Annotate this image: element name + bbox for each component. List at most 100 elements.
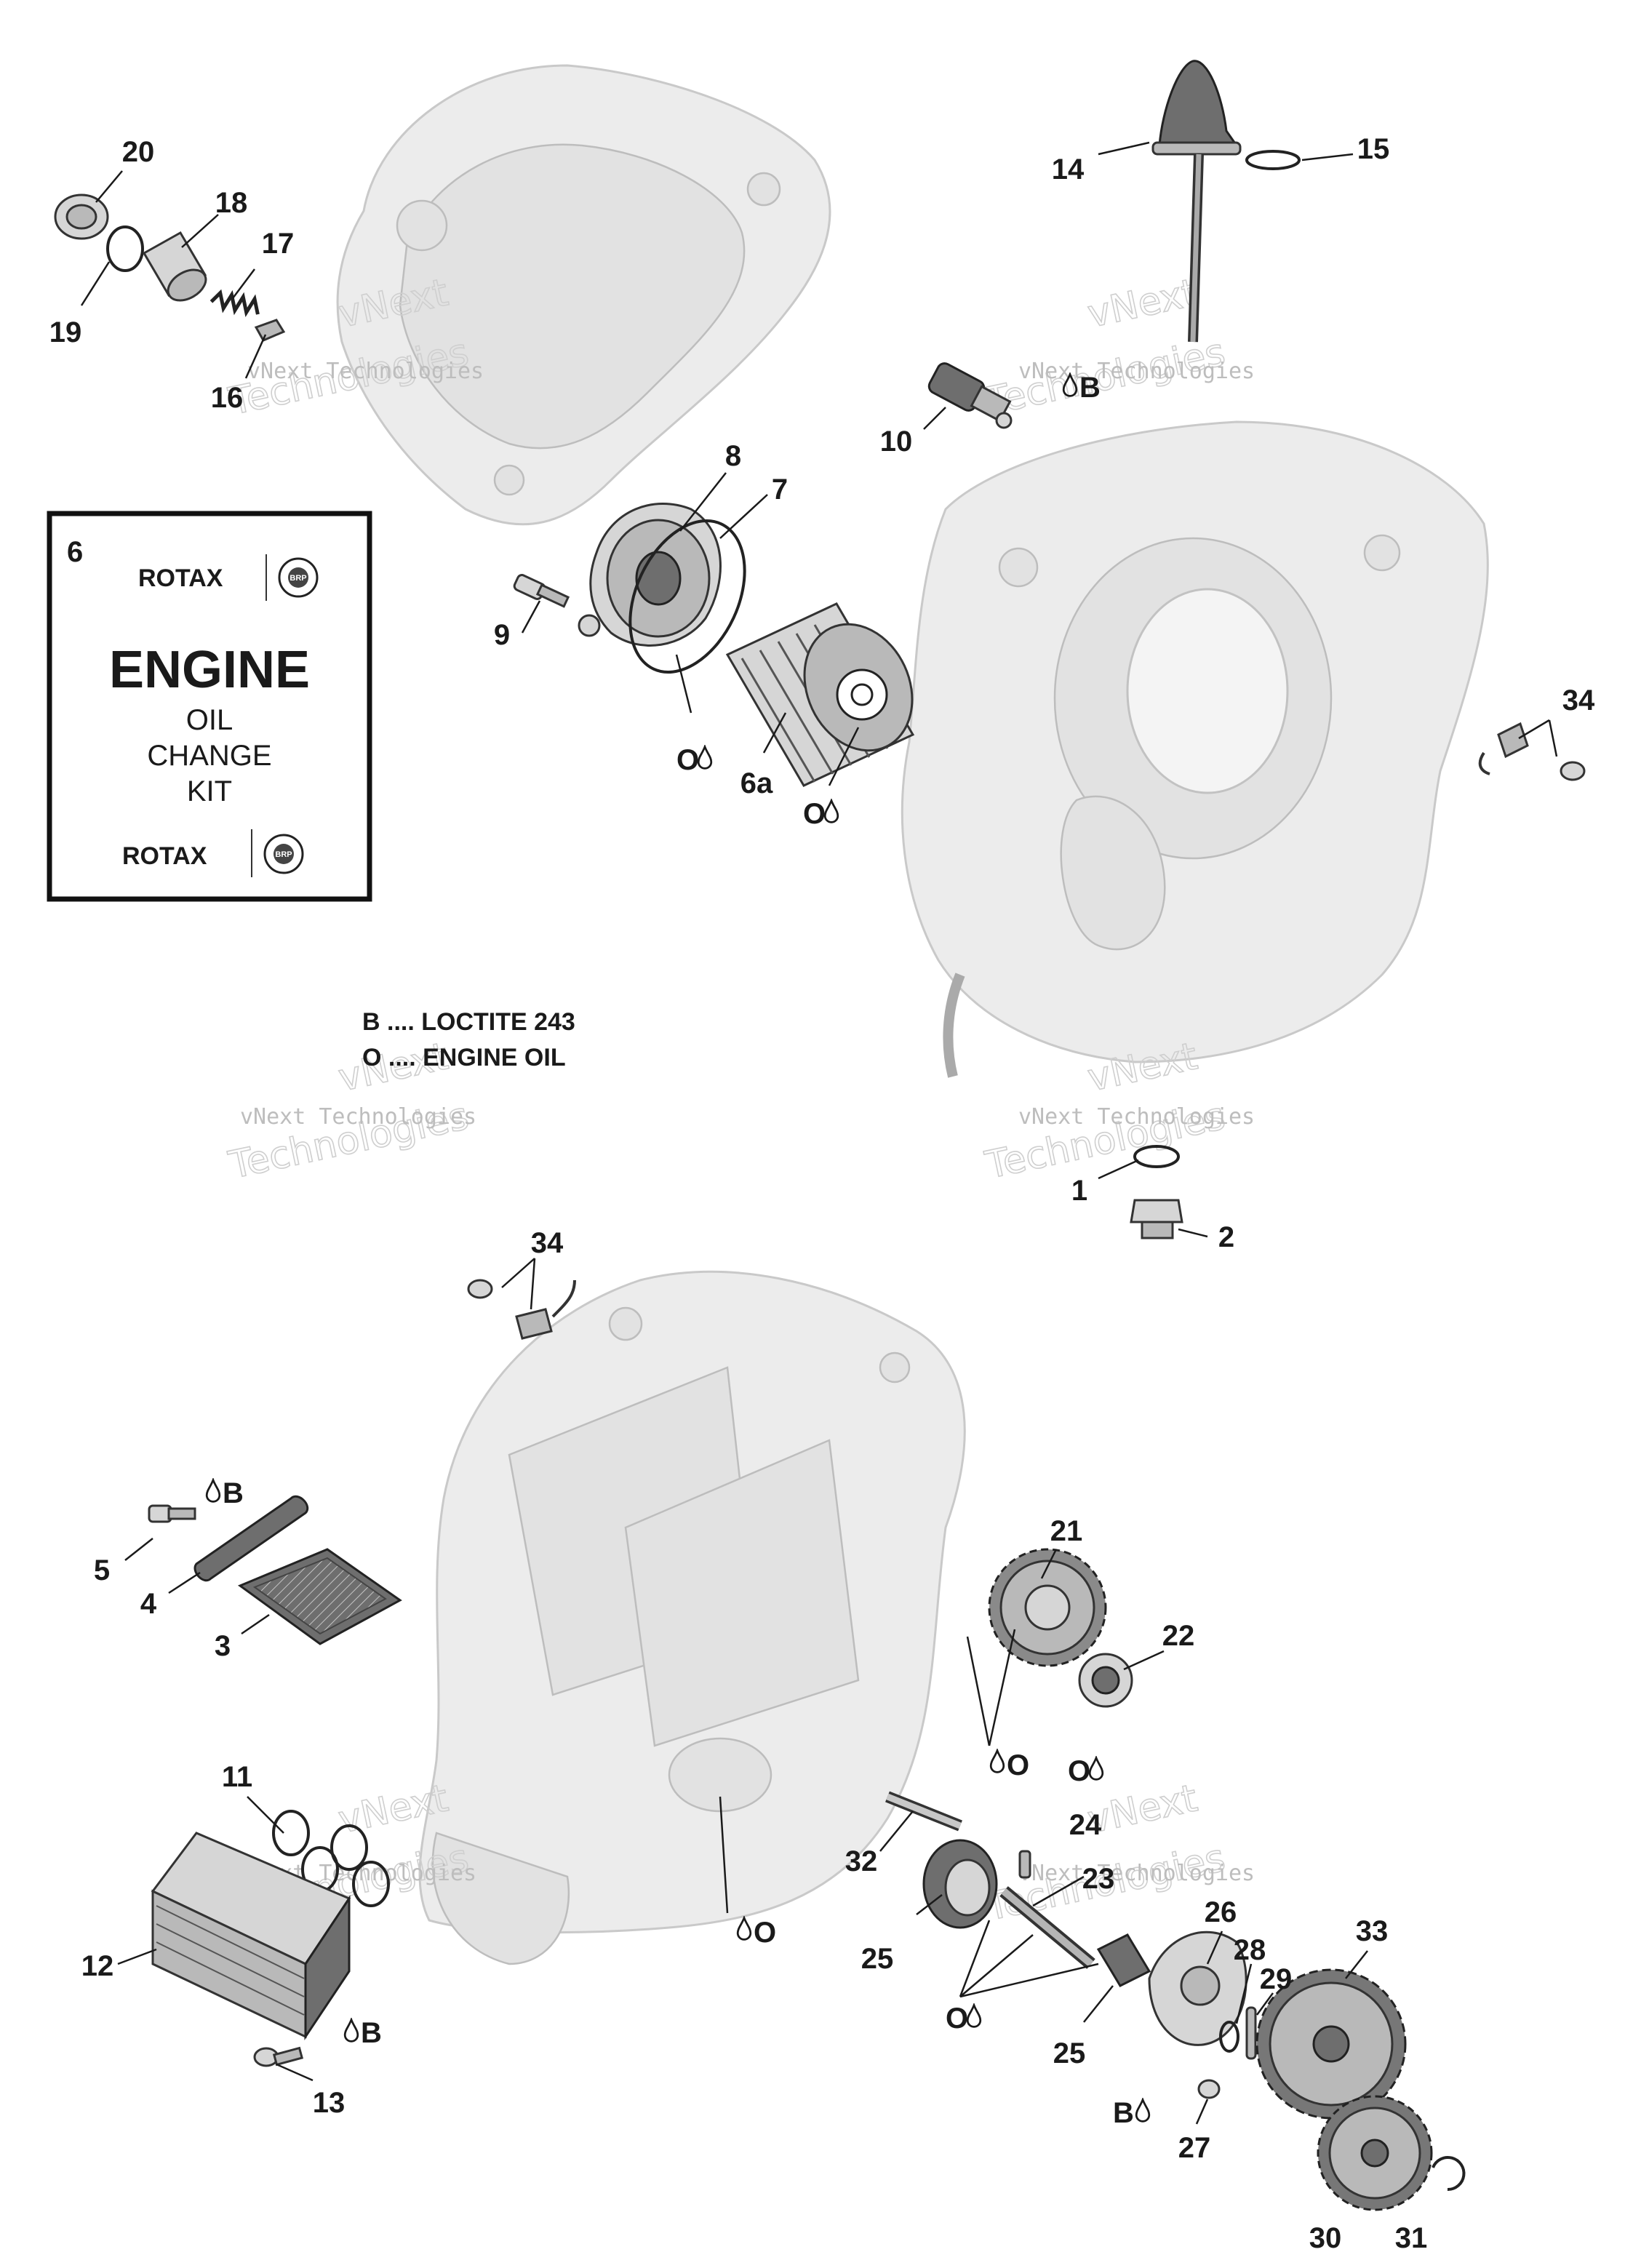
oil-loctite-markers: O O O O O O B B B B: [205, 372, 1151, 2129]
part-18-sleeve: [142, 231, 207, 302]
label-12: 12: [81, 1950, 114, 1982]
part-19-o-ring: [106, 225, 144, 272]
oil-drop-icon: [736, 1917, 752, 1941]
label-34-top: 34: [1562, 684, 1595, 716]
oil-marker: O: [754, 1917, 776, 1949]
label-23: 23: [1082, 1863, 1115, 1895]
part-25-inner-rotor: [1096, 1933, 1151, 1987]
label-21: 21: [1050, 1515, 1083, 1547]
label-10: 10: [880, 426, 913, 458]
part-29-pin: [1245, 2006, 1257, 2060]
watermark-small: vNext Technologies: [240, 1104, 476, 1130]
part-2-drain-plug: [1130, 1199, 1183, 1239]
label-11: 11: [222, 1761, 252, 1793]
label-28: 28: [1234, 1934, 1266, 1966]
kit-line-kit: KIT: [187, 775, 232, 807]
watermark-small: vNext Technologies: [1018, 1861, 1255, 1886]
oil-marker: O: [676, 744, 699, 776]
leader-lines: [80, 141, 1558, 2125]
ghost-right-case: [901, 420, 1489, 1078]
part-14-dipstick: [1151, 60, 1242, 343]
oil-marker: O: [1068, 1755, 1090, 1787]
part-7-o-ring: [628, 519, 746, 674]
legend: B .... LOCTITE 243 O .... ENGINE OIL: [362, 1008, 575, 1071]
ghost-lower-case: [418, 1271, 966, 1965]
label-18: 18: [215, 187, 248, 219]
part-6a-oil-filter: [725, 602, 915, 787]
label-13: 13: [313, 2087, 346, 2119]
watermark-big-top: vNext: [1084, 1776, 1201, 1842]
label-34-lower: 34: [531, 1227, 564, 1259]
label-4: 4: [140, 1588, 157, 1620]
label-2: 2: [1218, 1221, 1234, 1253]
kit-badge: BRP: [275, 850, 292, 859]
part-25-outer-rotor: [922, 1839, 998, 1929]
label-31: 31: [1395, 2222, 1428, 2254]
part-8-filter-cover: [578, 503, 722, 647]
label-1: 1: [1071, 1175, 1087, 1207]
kit-brand-top: ROTAX: [138, 564, 223, 592]
part-20-plug: [54, 193, 109, 240]
part-number-labels: 20 19 18 17 16 9 8 7 6a 10 14 15 34 1 2 …: [49, 133, 1595, 2254]
label-33: 33: [1356, 1915, 1389, 1947]
watermark-big-top: vNext: [1084, 271, 1201, 336]
loctite-drop-icon: [343, 2019, 359, 2043]
label-16: 16: [211, 382, 244, 414]
watermark-small: vNext Technologies: [1018, 1104, 1255, 1130]
part-5-screw: [148, 1504, 196, 1523]
ghost-top-cover: [336, 64, 831, 526]
kit-title: ENGINE: [109, 641, 310, 699]
part-34-bracket-top: [1478, 722, 1586, 781]
label-15: 15: [1357, 133, 1390, 165]
label-25-b: 25: [1053, 2037, 1086, 2069]
part-26-pump-cover: [1148, 1930, 1247, 2046]
part-21-gear: [988, 1548, 1107, 1667]
brp-logo-icon: [274, 844, 294, 864]
part-23-shaft: [999, 1886, 1095, 1969]
label-30: 30: [1309, 2222, 1342, 2254]
legend-engine-oil: O .... ENGINE OIL: [362, 1044, 566, 1071]
oil-drop-icon: [966, 2004, 982, 2028]
oil-marker: O: [1007, 1749, 1029, 1781]
label-7: 7: [772, 474, 788, 506]
loctite-drop-icon: [1135, 2099, 1151, 2123]
label-19: 19: [49, 316, 82, 348]
label-29: 29: [1260, 1963, 1293, 1995]
kit-badge: BRP: [290, 574, 306, 583]
oil-change-kit-box: 6 ROTAX BRP ENGINE OIL CHANGE KIT ROTAX …: [47, 511, 372, 902]
kit-line-oil: OIL: [186, 704, 233, 736]
part-13-screw: [253, 2046, 304, 2067]
brp-logo-icon: [288, 567, 308, 588]
part-31-circlip: [1432, 2156, 1466, 2192]
part-32-shaft: [885, 1791, 962, 1832]
part-15-o-ring: [1245, 150, 1301, 170]
part-16-valve: [254, 319, 286, 342]
label-25-a: 25: [861, 1943, 894, 1975]
oil-marker: O: [946, 2003, 968, 2035]
oil-drop-icon: [989, 1749, 1005, 1773]
brp-logo-icon: [278, 557, 319, 598]
label-17: 17: [262, 228, 295, 260]
part-24-pin: [1018, 1850, 1031, 1879]
kit-number: 6: [67, 536, 83, 568]
label-22: 22: [1162, 1620, 1195, 1652]
label-14: 14: [1052, 153, 1085, 185]
part-3-strainer: [237, 1548, 402, 1645]
part-17-spring: [209, 289, 260, 318]
part-1-seal-ring: [1133, 1145, 1180, 1168]
label-20: 20: [122, 136, 155, 168]
legend-loctite: B .... LOCTITE 243: [362, 1008, 575, 1036]
part-30-gear: [1317, 2095, 1433, 2211]
oil-marker: O: [803, 798, 826, 830]
part-27-screw: [1197, 2079, 1221, 2099]
part-33-gear: [1255, 1968, 1407, 2120]
part-10-sensor: [927, 362, 1013, 429]
label-9: 9: [494, 619, 510, 651]
label-32: 32: [845, 1845, 878, 1877]
part-4-retainer: [193, 1496, 308, 1581]
label-27: 27: [1178, 2132, 1211, 2164]
loctite-marker: B: [1079, 372, 1101, 404]
part-12-oil-cooler: [151, 1832, 351, 2040]
watermark-small: vNext Technologies: [1018, 359, 1255, 384]
